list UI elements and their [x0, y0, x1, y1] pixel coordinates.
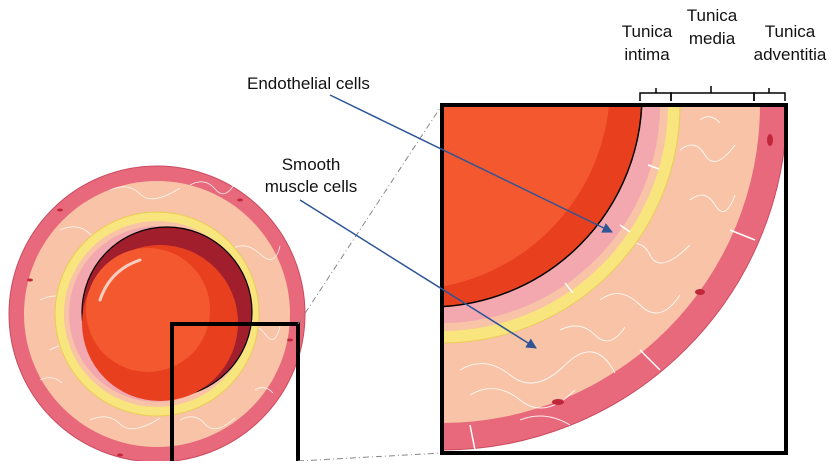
artery-cross-section — [9, 166, 305, 461]
intima-bracket — [640, 88, 671, 101]
media-bracket — [671, 86, 754, 101]
tunica-media-label-line2: media — [677, 29, 747, 49]
tunica-adventitia-label-line1: Tunica — [745, 22, 835, 42]
smooth-muscle-label-line1: Smooth — [263, 155, 359, 175]
blood-highlight-small — [86, 248, 210, 372]
zoom-guide-line-bottom — [298, 453, 442, 461]
zoom-guide-line-top — [298, 105, 442, 324]
endothelial-cells-label: Endothelial cells — [247, 74, 370, 94]
layer-brackets — [640, 86, 785, 101]
smooth-muscle-label-line2: muscle cells — [263, 177, 359, 197]
tunica-intima-label-line2: intima — [612, 45, 682, 65]
tunica-adventitia-label-line2: adventitia — [745, 45, 835, 65]
tunica-intima-label-line1: Tunica — [612, 22, 682, 42]
adventitia-bracket — [754, 88, 785, 101]
tunica-media-label-line1: Tunica — [677, 6, 747, 26]
